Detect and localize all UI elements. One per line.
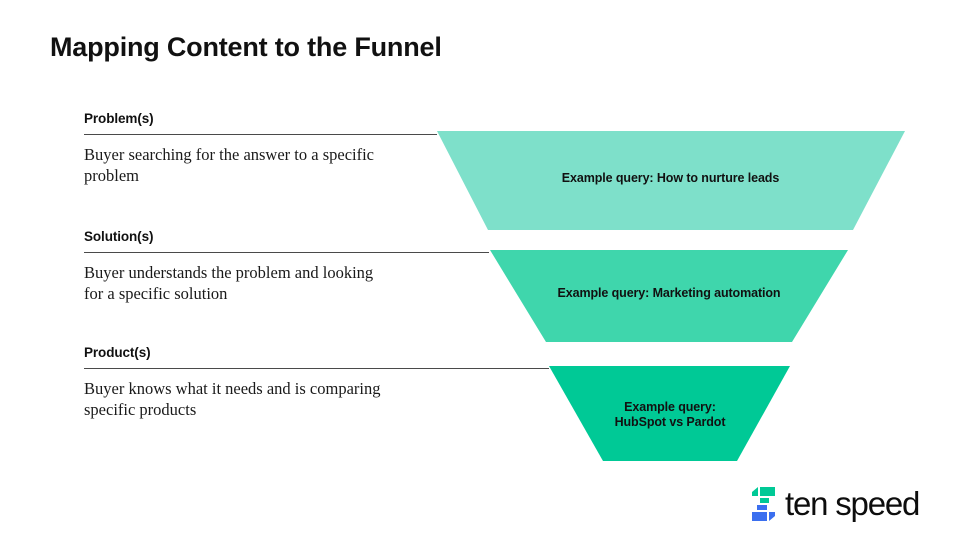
brand-logo: ten speed <box>752 485 920 522</box>
page-title: Mapping Content to the Funnel <box>50 32 442 62</box>
tenspeed-logo-text: ten speed <box>785 485 920 522</box>
funnel-label-products-line2: HubSpot vs Pardot <box>614 415 726 429</box>
stage-block-solutions: Solution(s) Buyer understands the proble… <box>84 228 489 304</box>
stage-block-problems: Problem(s) Buyer searching for the answe… <box>84 110 437 186</box>
stage-divider-products <box>84 368 549 369</box>
stage-label-problems: Problem(s) <box>84 111 154 126</box>
stage-description-products: Buyer knows what it needs and is compari… <box>84 379 381 419</box>
stage-description-solutions: Buyer understands the problem and lookin… <box>84 263 374 303</box>
tenspeed-logo-mark <box>752 487 775 521</box>
funnel-label-problems: Example query: How to nurture leads <box>561 171 780 185</box>
stage-label-products: Product(s) <box>84 345 151 360</box>
stage-label-solutions: Solution(s) <box>84 229 154 244</box>
funnel-label-products: Example query: HubSpot vs Pardot <box>603 400 737 430</box>
stage-block-products: Product(s) Buyer knows what it needs and… <box>84 344 549 420</box>
stage-divider-solutions <box>84 252 489 253</box>
stage-description-problems: Buyer searching for the answer to a spec… <box>84 145 375 185</box>
funnel-label-solutions: Example query: Marketing automation <box>557 286 781 300</box>
funnel-label-products-line1: Example query: <box>624 400 716 414</box>
stage-divider-problems <box>84 134 437 135</box>
